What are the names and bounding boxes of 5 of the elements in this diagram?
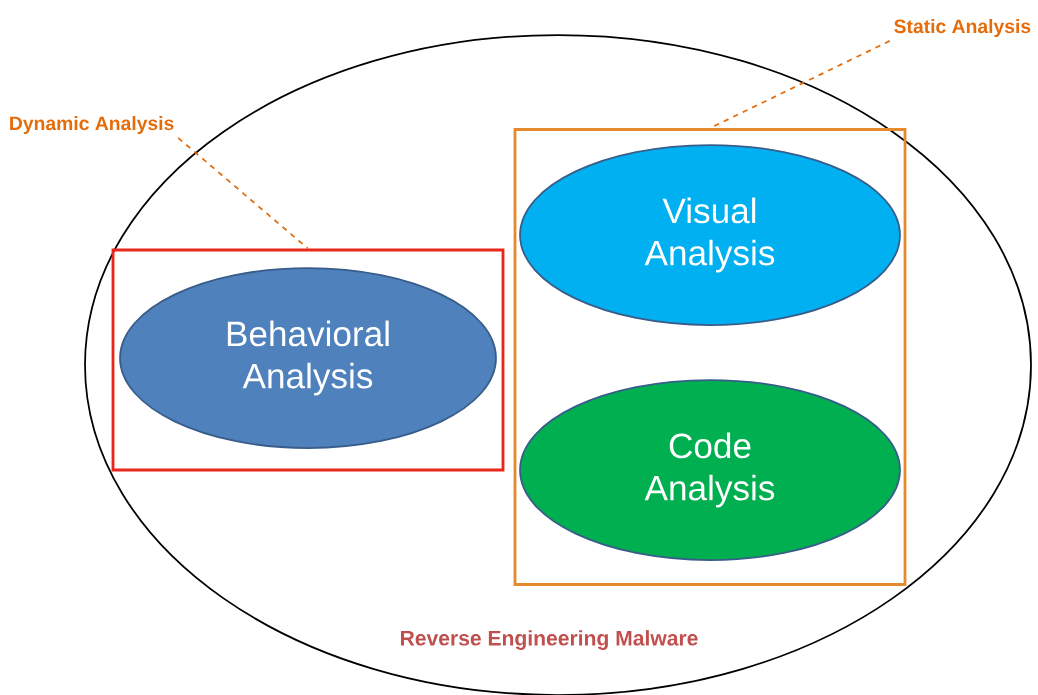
leader-line — [177, 137, 309, 250]
callout-label: Dynamic Analysis — [10, 116, 174, 134]
callout-label: Static Analysis — [894, 19, 1031, 37]
group-box — [513, 128, 907, 586]
group-box — [111, 248, 505, 472]
